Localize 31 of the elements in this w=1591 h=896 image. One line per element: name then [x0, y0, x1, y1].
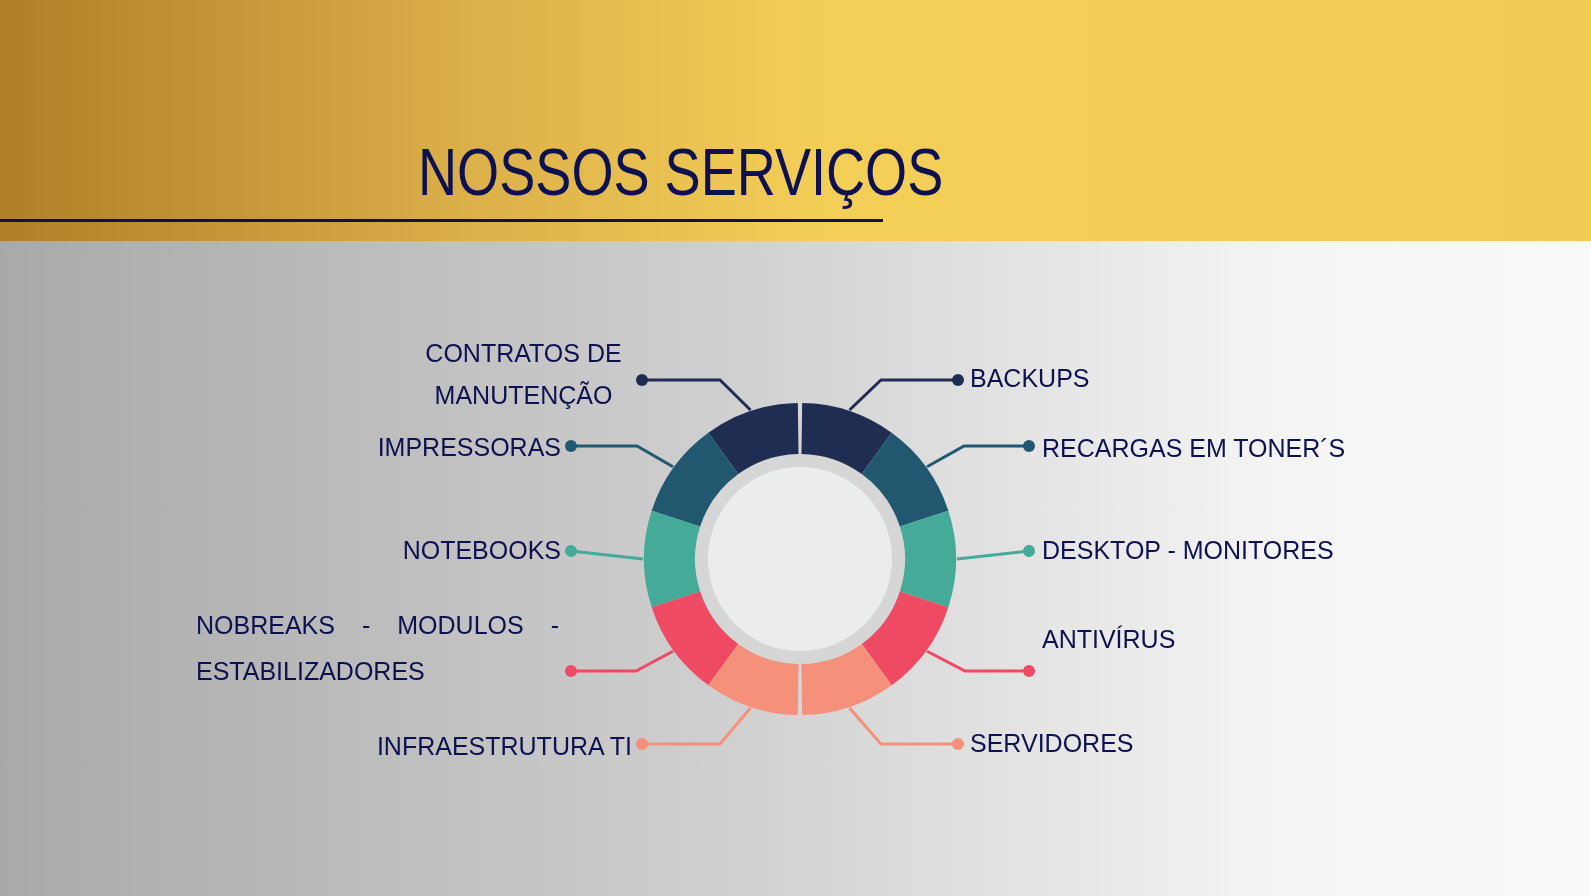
leader-line	[926, 649, 1035, 677]
service-label: INFRAESTRUTURA TI	[300, 723, 642, 769]
ring-segment	[899, 510, 956, 608]
service-label: CONTRATOS DE MANUTENÇÃO	[405, 332, 642, 416]
leader-line	[565, 649, 674, 677]
leader-line	[565, 545, 644, 561]
ring-segment	[801, 403, 892, 475]
service-label: BACKUPS	[958, 355, 1158, 401]
leader-line	[848, 707, 964, 750]
service-label: ANTIVÍRUS	[1029, 616, 1329, 686]
leader-line	[956, 545, 1035, 561]
leader-line	[565, 440, 674, 468]
ring-segment	[861, 591, 949, 686]
ring-segment	[708, 403, 799, 475]
service-label: DESKTOP - MONITORES	[1029, 527, 1449, 573]
leader-line	[636, 707, 752, 750]
ring-segment	[651, 591, 739, 686]
service-label: IMPRESSORAS	[250, 424, 571, 470]
service-label: SERVIDORES	[958, 720, 1258, 766]
ring-segment	[651, 432, 739, 527]
service-label: RECARGAS EM TONER´S	[1029, 425, 1449, 471]
service-label: NOBREAKS - MODULOS - ESTABILIZADORES	[196, 602, 571, 694]
ring-segment	[861, 432, 949, 527]
leader-line	[636, 374, 752, 412]
leader-line	[926, 440, 1035, 469]
ring-segment	[708, 643, 799, 715]
title: NOSSOS SERVIÇOS	[418, 134, 944, 210]
service-label: NOTEBOOKS	[250, 527, 571, 573]
ring-segment	[801, 643, 892, 715]
leader-line	[848, 374, 964, 412]
ring-segment	[644, 510, 701, 608]
